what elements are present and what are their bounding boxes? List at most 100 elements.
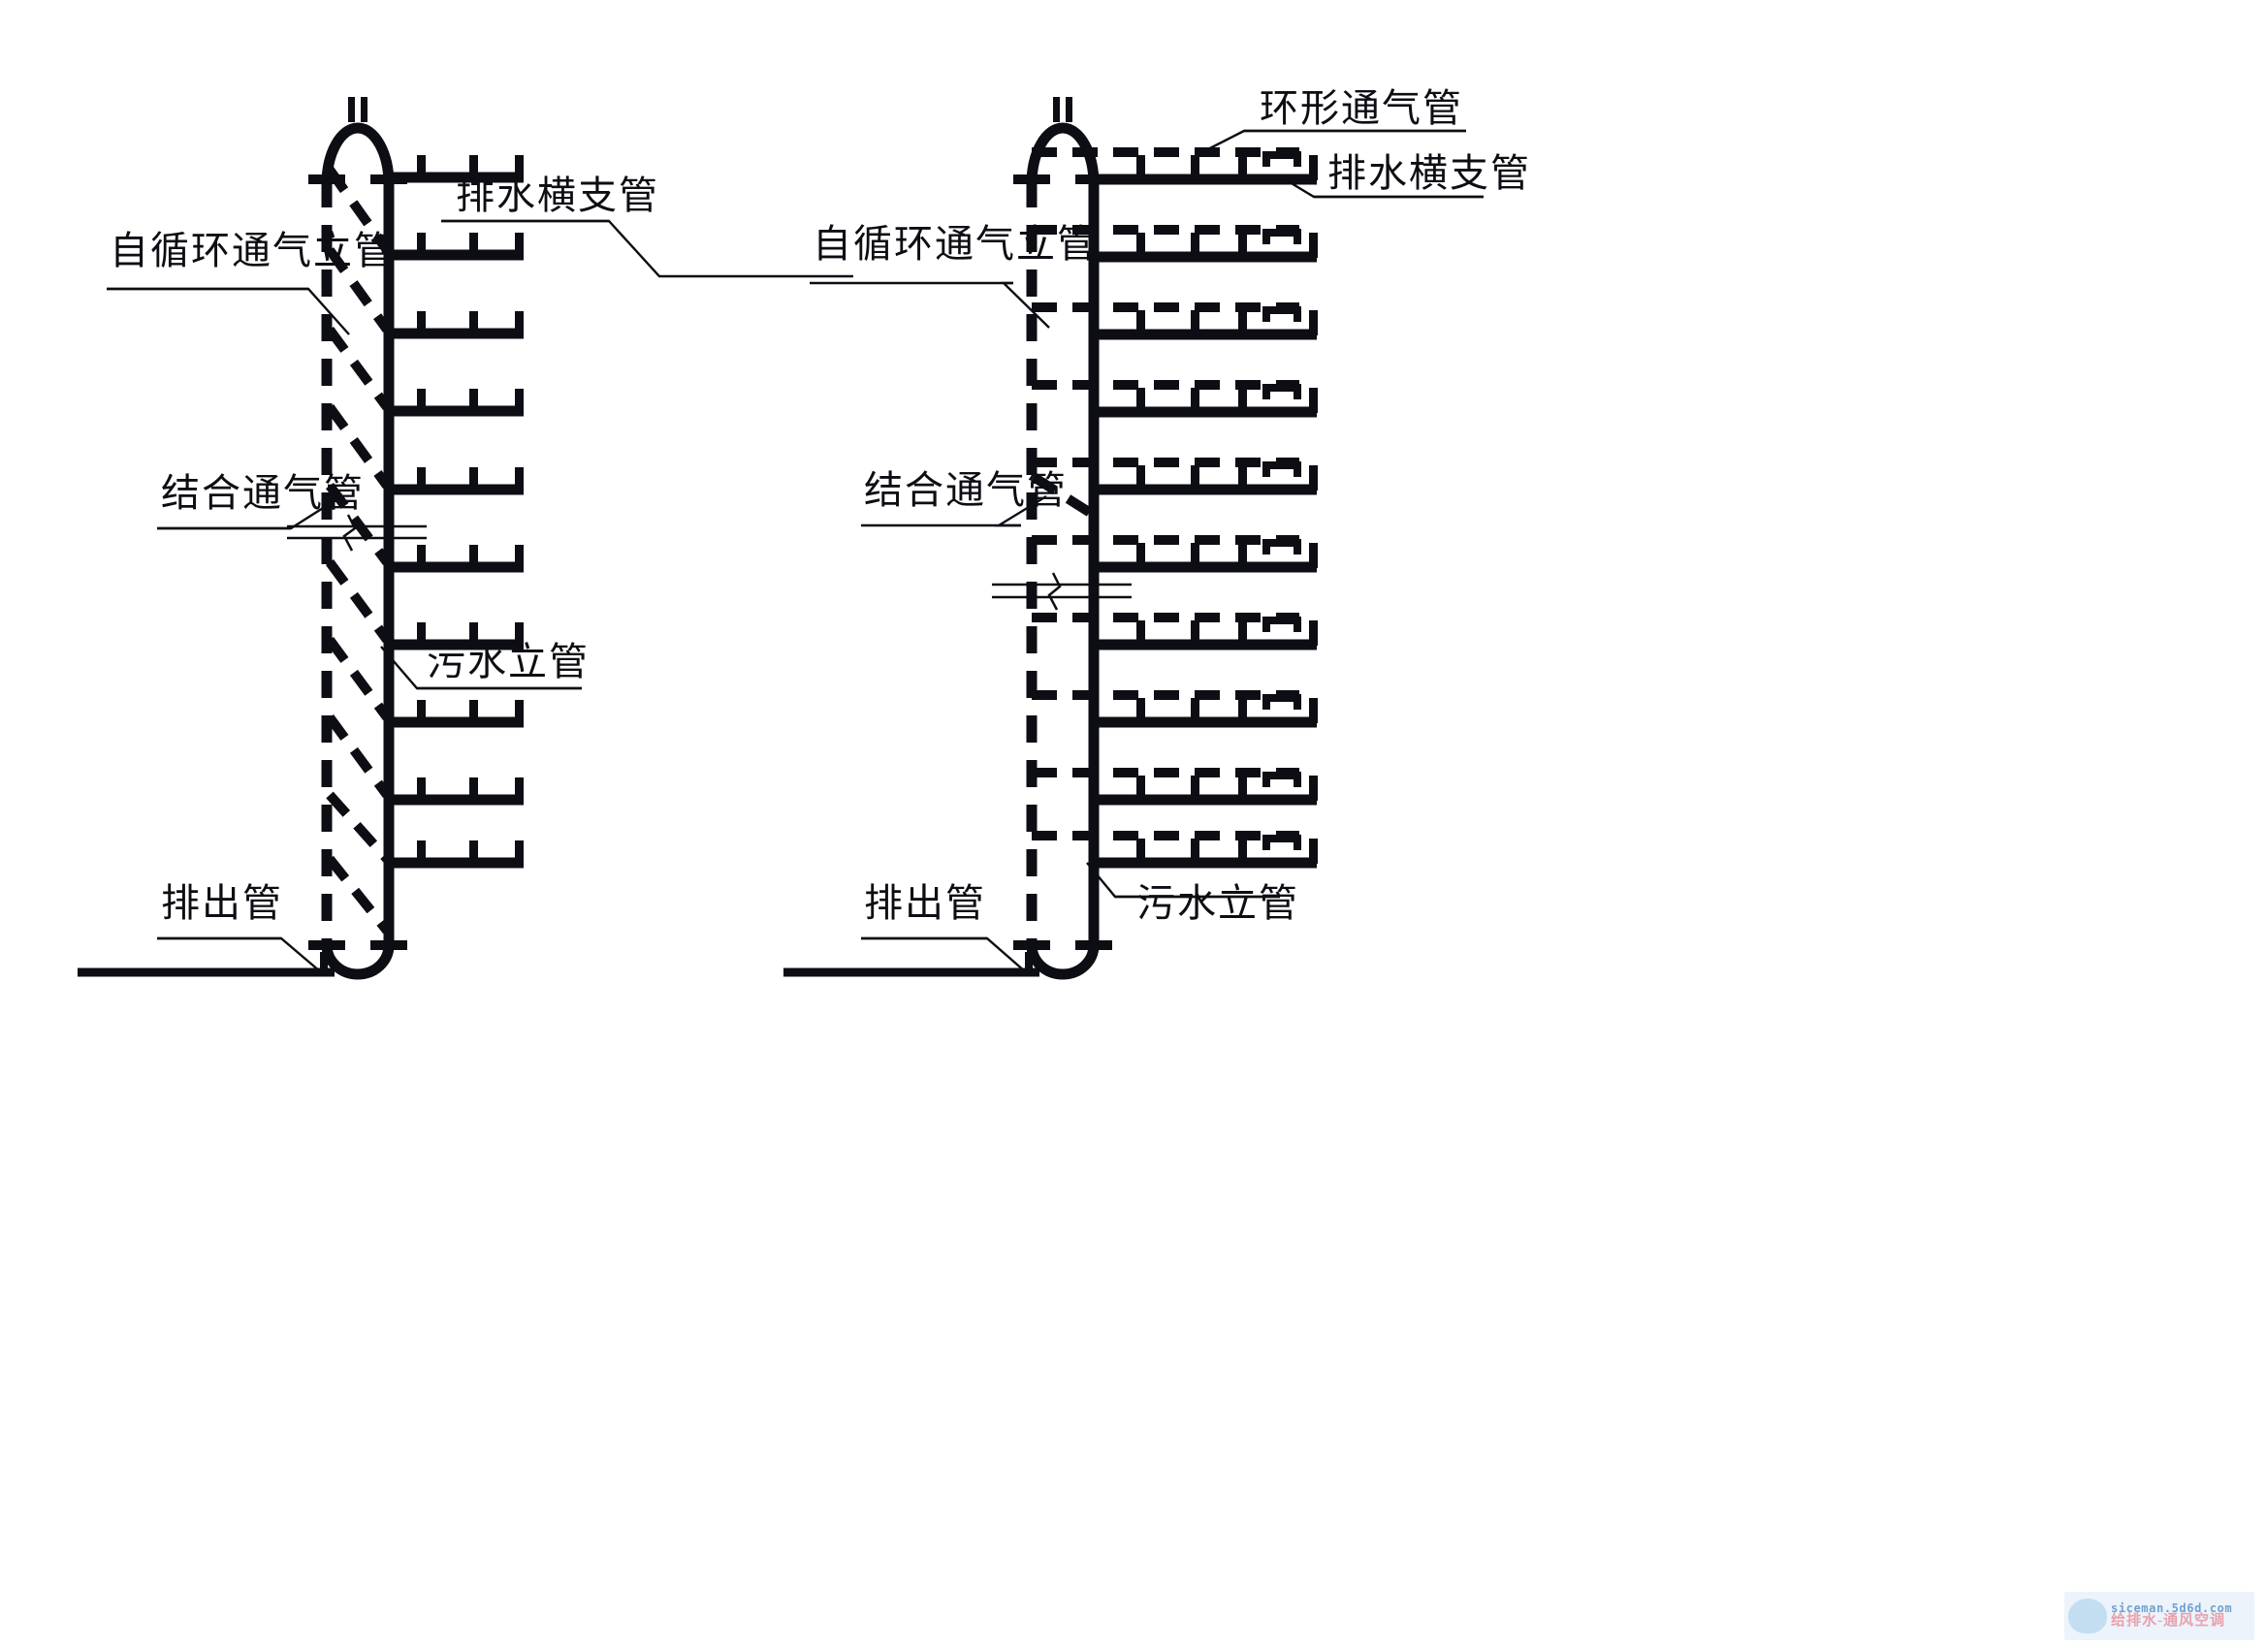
fixture-stub xyxy=(1238,155,1247,180)
drain-branch-row xyxy=(389,700,524,728)
fixture-stub xyxy=(515,700,524,723)
fixture-stub xyxy=(1136,839,1145,864)
floor-row xyxy=(1032,613,1318,650)
fixture-stub xyxy=(1136,310,1145,335)
fixture-stub xyxy=(1191,155,1199,180)
fixture-stub xyxy=(417,545,426,568)
fixture-stub xyxy=(1309,776,1318,801)
label-left-soil-stack: 污水立管 xyxy=(427,640,590,683)
arch-cap-tick-right xyxy=(1066,97,1072,122)
cross-link xyxy=(326,791,391,863)
fixture-stub xyxy=(515,389,524,412)
fixture-stub xyxy=(1238,698,1247,723)
fixture-stub xyxy=(1238,310,1247,335)
arch-cap-tick-right xyxy=(361,97,367,122)
fixture-stub xyxy=(469,311,478,334)
cross-link xyxy=(325,167,392,253)
drain-branch-row xyxy=(389,155,524,183)
fixture-stub xyxy=(1136,543,1145,568)
floor-row xyxy=(1032,768,1318,806)
break-zigzag xyxy=(342,514,357,552)
left-cross-connections xyxy=(325,167,392,935)
fixture-stub xyxy=(469,622,478,646)
right-discharge-pipe xyxy=(783,952,1039,977)
fixture-stub xyxy=(1309,839,1318,864)
fixture-stub xyxy=(1191,620,1199,646)
watermark-chinese-text: 给排水-通风空调 xyxy=(2111,1613,2225,1630)
fixture-stub xyxy=(469,840,478,864)
watermark-text: siceman.5d6d.com 给排水-通风空调 xyxy=(2111,1602,2232,1630)
fixture-stub xyxy=(515,155,524,178)
fixture-stub xyxy=(469,467,478,491)
fixture-stub xyxy=(1191,388,1199,413)
fixture-stub xyxy=(1238,465,1247,491)
fixture-trap xyxy=(1262,229,1301,244)
cross-link xyxy=(325,404,392,489)
drain-branch-row xyxy=(389,389,524,417)
cross-link xyxy=(325,247,392,333)
fixture-stub xyxy=(1238,776,1247,801)
fixture-stub xyxy=(469,233,478,256)
fixture-stub xyxy=(1238,388,1247,413)
fixture-stub xyxy=(417,840,426,864)
fixture-stub xyxy=(515,545,524,568)
fixture-stub xyxy=(417,233,426,256)
fixture-stub xyxy=(1238,233,1247,258)
drain-branch-row xyxy=(389,777,524,806)
floor-row xyxy=(1032,458,1318,495)
cross-link xyxy=(326,855,391,935)
fixture-stub xyxy=(1309,698,1318,723)
label-right-self-vent-riser: 自循环通气立管 xyxy=(813,222,1098,266)
drain-branch-row xyxy=(389,233,524,261)
fixture-trap xyxy=(1262,694,1301,710)
fixture-stub xyxy=(515,622,524,646)
bend-curve xyxy=(1026,944,1100,980)
fixture-stub xyxy=(417,622,426,646)
vent-riser-top-flange xyxy=(1013,174,1050,184)
watermark: siceman.5d6d.com 给排水-通风空调 xyxy=(2064,1592,2254,1640)
fixture-stub xyxy=(1136,465,1145,491)
fixture-stub xyxy=(1136,620,1145,646)
drain-branch-row xyxy=(389,622,524,650)
fixture-stub xyxy=(1136,155,1145,180)
right-floor-rows xyxy=(1032,147,1318,869)
fixture-stub xyxy=(1309,233,1318,258)
fixture-stub xyxy=(1238,839,1247,864)
vent-riser-top-flange xyxy=(308,174,345,184)
cross-link xyxy=(325,327,392,410)
fixture-stub xyxy=(1191,698,1199,723)
drain-branch-row xyxy=(389,545,524,573)
fixture-stub xyxy=(515,840,524,864)
fixture-stub xyxy=(1238,543,1247,568)
label-underlines xyxy=(107,129,1484,940)
arch-cap-tick-left xyxy=(1053,97,1060,122)
fixture-stub xyxy=(469,155,478,178)
fixture-stub xyxy=(469,777,478,801)
fixture-stub xyxy=(1191,543,1199,568)
fixture-stub xyxy=(1238,620,1247,646)
fixture-trap xyxy=(1262,151,1301,167)
discharge-pipe-tick xyxy=(320,952,328,973)
fixture-stub xyxy=(417,311,426,334)
left-discharge-pipe xyxy=(78,952,335,977)
floor-row xyxy=(1032,302,1318,340)
fixture-stub xyxy=(1191,310,1199,335)
drain-branch-row xyxy=(389,840,524,869)
fixture-stub xyxy=(469,389,478,412)
left-drain-branches xyxy=(389,155,524,869)
floor-row xyxy=(1032,147,1318,185)
fixture-stub xyxy=(469,700,478,723)
globe-icon xyxy=(2068,1599,2107,1633)
fixture-trap xyxy=(1262,617,1301,632)
fixture-trap xyxy=(1262,772,1301,787)
fixture-stub xyxy=(1191,776,1199,801)
label-left-drain-branch: 排水横支管 xyxy=(456,174,659,217)
label-right-soil-stack: 污水立管 xyxy=(1136,881,1299,925)
floor-row xyxy=(1032,690,1318,728)
fixture-stub xyxy=(1136,233,1145,258)
label-right-drain-branch: 排水横支管 xyxy=(1327,151,1531,195)
fixture-stub xyxy=(417,467,426,491)
